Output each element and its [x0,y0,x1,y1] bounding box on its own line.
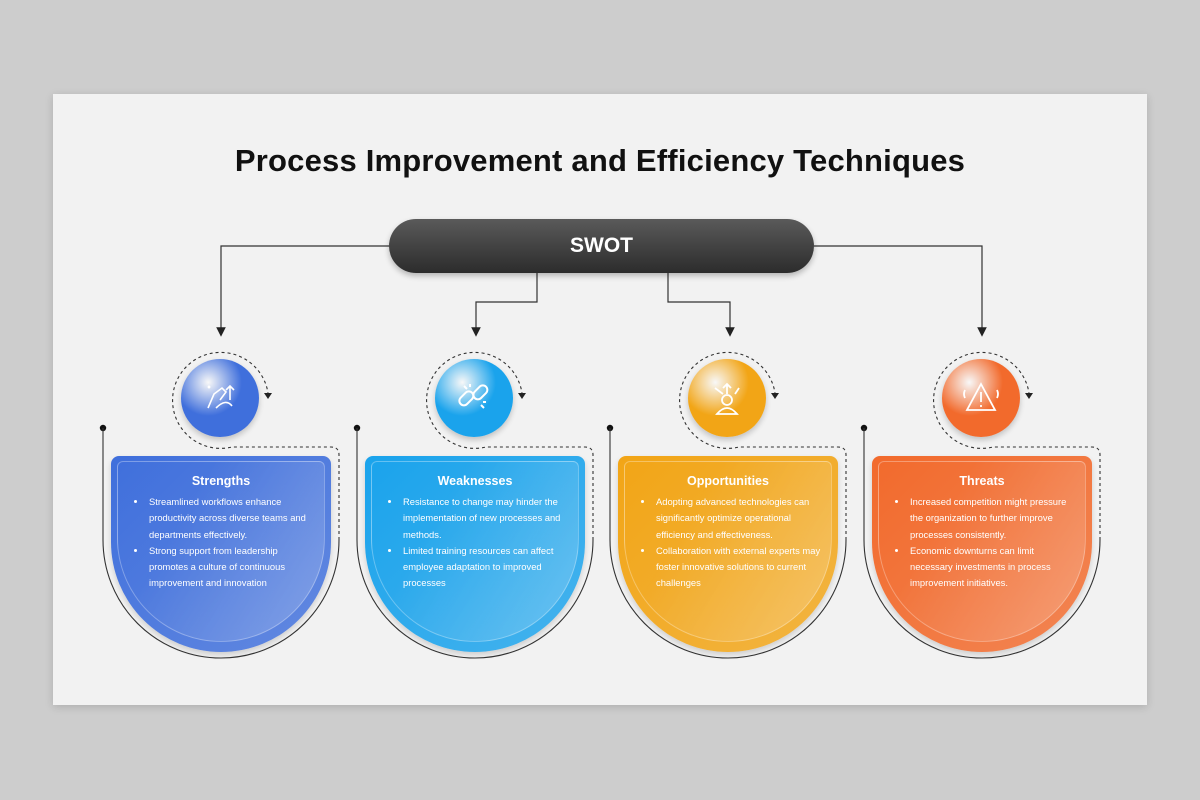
bullet-item: Economic downturns can limit necessary i… [908,543,1078,592]
opportunities-card: OpportunitiesAdopting advanced technolog… [618,456,838,652]
bullet-item: Streamlined workflows enhance productivi… [147,494,317,543]
opportunities-icon-circle [688,359,766,437]
card-title: Weaknesses [437,474,513,488]
bullet-item: Limited training resources can affect em… [401,543,571,592]
weaknesses-card: WeaknessesResistance to change may hinde… [365,456,585,652]
threats-card: ThreatsIncreased competition might press… [872,456,1092,652]
strength-arm-icon [207,384,235,409]
card-bullets: Increased competition might pressure the… [886,494,1078,592]
card-bullets: Streamlined workflows enhance productivi… [125,494,317,592]
swot-pill: SWOT [389,219,814,273]
person-directions-icon [714,382,740,415]
bullet-item: Increased competition might pressure the… [908,494,1078,543]
strengths-icon-circle [181,359,259,437]
connector-threats [814,245,987,337]
connector-opportunities [667,273,735,337]
connector-strengths [216,245,389,337]
card-title: Opportunities [687,474,769,488]
bullet-item: Collaboration with external experts may … [654,543,824,592]
card-outline-0 [99,351,340,659]
card-outline-3 [860,351,1101,659]
connector-weaknesses [471,273,538,337]
broken-chain-icon [458,384,489,409]
weaknesses-icon-circle [435,359,513,437]
card-outline-2 [606,351,847,659]
card-title: Threats [959,474,1005,488]
strengths-card: StrengthsStreamlined workflows enhance p… [111,456,331,652]
card-bullets: Adopting advanced technologies can signi… [632,494,824,592]
bullet-item: Adopting advanced technologies can signi… [654,494,824,543]
page-title: Process Improvement and Efficiency Techn… [234,143,966,178]
card-outline-1 [353,351,594,659]
card-title: Strengths [191,474,251,488]
warning-triangle-icon [963,382,999,411]
threats-icon-circle [942,359,1020,437]
bullet-item: Resistance to change may hinder the impl… [401,494,571,543]
bullet-item: Strong support from leadership promotes … [147,543,317,592]
card-bullets: Resistance to change may hinder the impl… [379,494,571,592]
